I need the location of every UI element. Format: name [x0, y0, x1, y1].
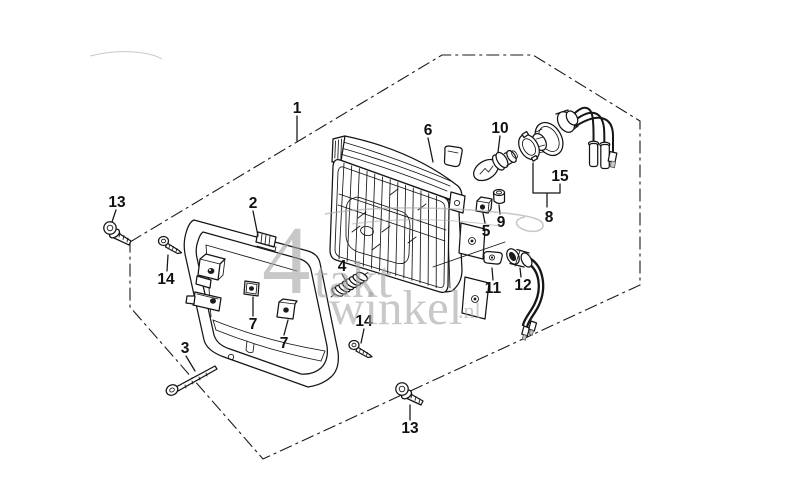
callout-14a-label: 14	[157, 271, 175, 288]
callout-9-label: 9	[497, 214, 506, 231]
lens-side-plate	[458, 222, 486, 260]
callout-labels: 1 2 3 4 5 6 7 7 8 9 10 11 12 13 13 14 14…	[108, 100, 569, 437]
flange-bolt-13b	[395, 382, 424, 406]
long-screw-3	[165, 365, 218, 396]
callout-7b-label: 7	[280, 335, 289, 352]
screw-14b	[348, 339, 373, 359]
flange-bolt-13a	[103, 221, 132, 246]
grommet-9	[492, 188, 506, 205]
case-bracket-upper	[195, 253, 226, 289]
callout-3-label: 3	[181, 340, 190, 357]
watermark-numeral: 4	[262, 207, 311, 314]
assembly-line	[432, 241, 506, 268]
washer-11	[483, 250, 503, 265]
callout-6-label: 6	[424, 122, 433, 139]
callout-4-label: 4	[338, 258, 347, 275]
watermark-word1: takt	[314, 252, 393, 309]
leader-lines	[111, 135, 561, 421]
callout-5-label: 5	[482, 223, 491, 240]
callout-13a-label: 13	[108, 194, 126, 211]
nut-5	[475, 196, 493, 214]
case-top-tab	[255, 231, 277, 252]
callout-7a-label: 7	[249, 316, 258, 333]
callout-14b-label: 14	[355, 313, 373, 330]
square-nut-7a	[243, 280, 260, 297]
headlight-case	[183, 219, 339, 388]
callout-12-label: 12	[514, 277, 531, 294]
lens-mount-tab	[443, 145, 463, 168]
callout-13b-label: 13	[401, 420, 419, 437]
square-nut-7b	[276, 298, 298, 320]
watermark-word2: winkel	[329, 280, 462, 335]
socket-assembly-8	[518, 106, 618, 170]
callout-15-label: 15	[551, 168, 569, 185]
callout-2-label: 2	[249, 195, 258, 212]
callout-1-label: 1	[293, 100, 302, 117]
bulb-10	[473, 149, 518, 182]
callout-8-label: 8	[545, 209, 554, 226]
case-bracket-lower	[185, 291, 222, 312]
callout-11-label: 11	[485, 280, 502, 297]
socket-12	[506, 248, 545, 341]
lens-ear-bottom	[461, 276, 490, 320]
assembly-outline	[129, 54, 641, 460]
lens-grid	[338, 162, 437, 289]
watermark: 4 takt winkel .nl	[89, 51, 544, 335]
spring-4	[330, 271, 369, 298]
lens-ear-top	[448, 191, 466, 214]
screw-14a	[157, 235, 183, 255]
callout-10-label: 10	[491, 120, 508, 137]
wire-connectors	[587, 140, 618, 170]
watermark-suffix: .nl	[458, 298, 481, 323]
